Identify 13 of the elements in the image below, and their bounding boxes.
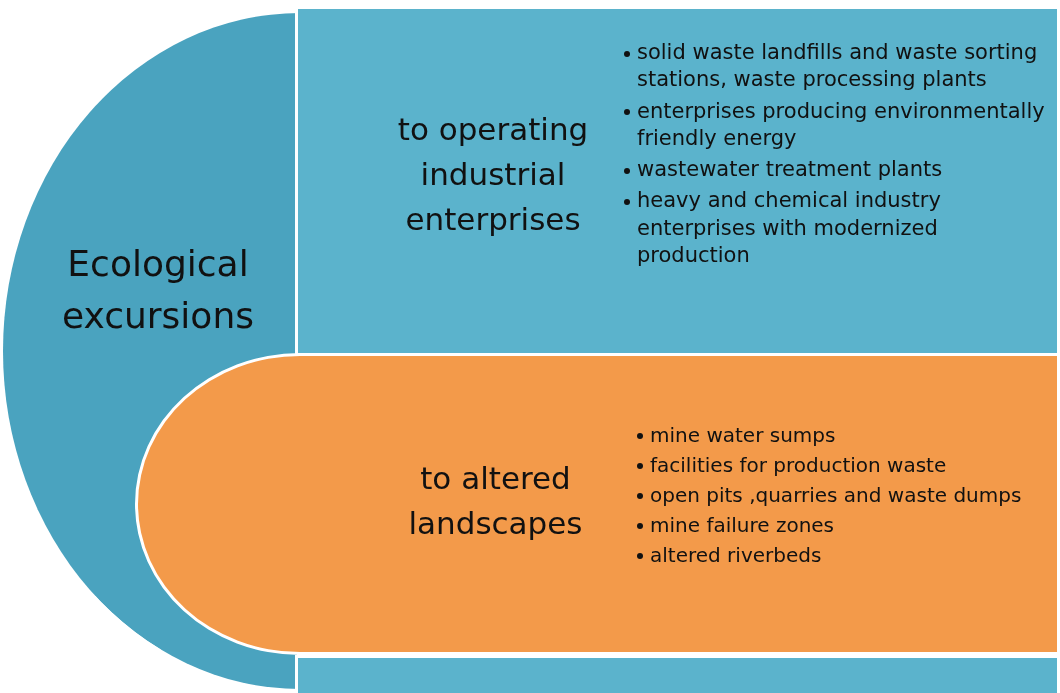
category-panel [295, 655, 1060, 693]
title-text: Ecological excursions [61, 242, 255, 339]
bullet-text: open pits ,quarries and waste dumps [650, 483, 1022, 507]
heading-text: to altered landscapes [407, 459, 584, 543]
bullet-text: facilities for production waste [650, 453, 947, 477]
bullet-text: mine water sumps [650, 423, 836, 447]
bullet-text: wastewater treatment plants [637, 157, 943, 182]
bullet-text: mine failure zones [650, 513, 835, 537]
bullet-text: heavy and chemical industry enterprises with modernized production [637, 188, 941, 268]
category-panel [135, 353, 1060, 655]
heading-text: to operating industrial enterprises [396, 110, 590, 239]
bullet-text: altered riverbeds [650, 543, 822, 567]
category-panel [295, 6, 1060, 356]
